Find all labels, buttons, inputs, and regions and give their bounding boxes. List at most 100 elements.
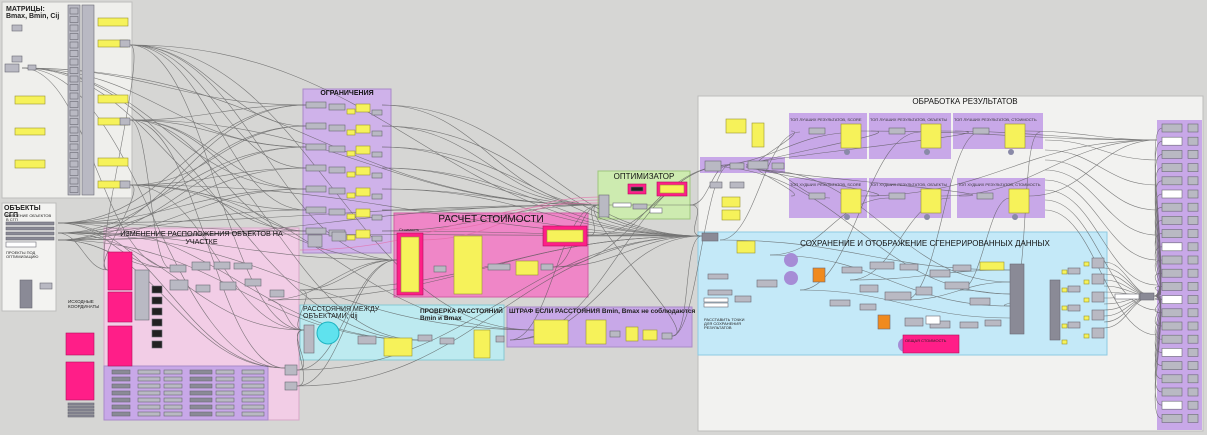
output-node[interactable] bbox=[1187, 414, 1199, 423]
restriction-op[interactable] bbox=[328, 145, 346, 153]
save-op[interactable] bbox=[952, 264, 972, 272]
matrix-panel[interactable] bbox=[97, 94, 129, 104]
reloc-grid-cell[interactable] bbox=[163, 376, 183, 382]
restriction-op[interactable] bbox=[328, 187, 346, 195]
restriction-op[interactable] bbox=[328, 124, 346, 132]
matrix-cell[interactable] bbox=[69, 50, 79, 57]
reloc-grid-cell[interactable] bbox=[189, 383, 213, 389]
results-op[interactable] bbox=[747, 160, 769, 170]
results-panel[interactable] bbox=[721, 209, 741, 221]
object-op[interactable] bbox=[39, 282, 53, 290]
object-bar[interactable] bbox=[5, 226, 55, 231]
output-node[interactable] bbox=[1161, 268, 1183, 278]
reloc-grid-cell[interactable] bbox=[241, 369, 265, 375]
distance-op[interactable] bbox=[357, 335, 377, 345]
restriction-op[interactable] bbox=[371, 235, 383, 242]
source-row[interactable] bbox=[67, 408, 95, 412]
save-op[interactable] bbox=[1091, 327, 1105, 339]
restriction-val[interactable] bbox=[346, 150, 356, 157]
distance-circle[interactable] bbox=[316, 321, 340, 345]
restriction-op[interactable] bbox=[371, 109, 383, 116]
save-op[interactable] bbox=[707, 273, 729, 280]
output-merge[interactable] bbox=[1139, 292, 1155, 301]
reloc-op[interactable] bbox=[233, 262, 253, 270]
matrix-cell[interactable] bbox=[69, 16, 79, 23]
restriction-op[interactable] bbox=[305, 143, 327, 151]
reloc-grid-cell[interactable] bbox=[111, 404, 131, 410]
reloc-black[interactable] bbox=[151, 307, 163, 316]
save-flag[interactable] bbox=[1061, 269, 1068, 275]
save-flag[interactable] bbox=[1083, 315, 1090, 321]
save-op[interactable] bbox=[899, 263, 919, 271]
restriction-val[interactable] bbox=[346, 129, 356, 136]
output-node[interactable] bbox=[1161, 229, 1183, 238]
matrix-cell[interactable] bbox=[69, 186, 79, 193]
save-input[interactable] bbox=[703, 302, 729, 308]
reloc-black[interactable] bbox=[151, 285, 163, 294]
restriction-op[interactable] bbox=[371, 193, 383, 200]
save-op[interactable] bbox=[707, 289, 733, 296]
results-panel[interactable] bbox=[751, 122, 765, 148]
restriction-op[interactable] bbox=[371, 151, 383, 158]
reloc-op[interactable] bbox=[213, 261, 231, 270]
output-node[interactable] bbox=[1161, 255, 1183, 265]
penalty-val[interactable] bbox=[642, 329, 658, 341]
source-row[interactable] bbox=[67, 402, 95, 406]
matrix-panel[interactable] bbox=[14, 127, 46, 136]
cost-result-inner[interactable] bbox=[546, 229, 584, 243]
output-node[interactable] bbox=[1187, 334, 1199, 344]
reloc-grid-cell[interactable] bbox=[163, 404, 183, 410]
source-panel[interactable] bbox=[65, 332, 95, 356]
reloc-panel[interactable] bbox=[107, 291, 133, 323]
optimizer-slider[interactable] bbox=[612, 202, 632, 208]
reloc-grid-cell[interactable] bbox=[111, 397, 131, 403]
reloc-op[interactable] bbox=[169, 279, 189, 291]
reloc-grid-cell[interactable] bbox=[241, 390, 265, 396]
matrix-cell[interactable] bbox=[69, 67, 79, 74]
output-node[interactable] bbox=[1161, 282, 1183, 291]
matrix-cell[interactable] bbox=[69, 143, 79, 151]
save-op[interactable] bbox=[915, 286, 933, 296]
output-node[interactable] bbox=[1161, 216, 1183, 225]
reloc-grid-cell[interactable] bbox=[163, 369, 183, 375]
matrix-op[interactable] bbox=[27, 64, 37, 71]
save-op[interactable] bbox=[1091, 291, 1105, 303]
output-node[interactable] bbox=[1187, 163, 1199, 172]
optimizer-icon[interactable] bbox=[630, 186, 644, 192]
output-node[interactable] bbox=[1187, 374, 1199, 384]
output-node[interactable] bbox=[1187, 295, 1199, 304]
output-node[interactable] bbox=[1161, 387, 1183, 397]
restriction-op[interactable] bbox=[371, 172, 383, 179]
matrix-panel[interactable] bbox=[14, 159, 46, 169]
reloc-grid-cell[interactable] bbox=[137, 376, 161, 382]
save-op[interactable] bbox=[1091, 273, 1105, 285]
output-node[interactable] bbox=[1161, 136, 1183, 146]
matrix-cell[interactable] bbox=[69, 135, 79, 142]
reloc-grid-cell[interactable] bbox=[163, 397, 183, 403]
output-node[interactable] bbox=[1161, 242, 1183, 252]
matrix-cell[interactable] bbox=[69, 101, 79, 108]
reloc-op[interactable] bbox=[219, 281, 237, 291]
reloc-op[interactable] bbox=[191, 261, 211, 271]
save-op[interactable] bbox=[859, 303, 877, 311]
matrix-cell[interactable] bbox=[69, 177, 79, 185]
check-op[interactable] bbox=[495, 335, 505, 343]
reloc-op[interactable] bbox=[195, 284, 211, 293]
output-node[interactable] bbox=[1161, 176, 1183, 186]
save-op[interactable] bbox=[829, 299, 851, 307]
distance-val[interactable] bbox=[383, 337, 413, 357]
object-bar[interactable] bbox=[5, 236, 55, 241]
reloc-grid-cell[interactable] bbox=[111, 390, 131, 396]
save-op[interactable] bbox=[734, 295, 752, 303]
reloc-grid-cell[interactable] bbox=[241, 411, 265, 417]
output-node[interactable] bbox=[1187, 282, 1199, 291]
output-node[interactable] bbox=[1187, 136, 1199, 146]
save-op[interactable] bbox=[1067, 285, 1081, 293]
output-node[interactable] bbox=[1187, 308, 1199, 318]
save-op[interactable] bbox=[859, 284, 879, 293]
restriction-val[interactable] bbox=[346, 213, 356, 220]
save-flag[interactable] bbox=[1083, 279, 1090, 285]
restriction-op[interactable] bbox=[371, 214, 383, 221]
object-bar[interactable] bbox=[5, 231, 55, 236]
output-node[interactable] bbox=[1161, 321, 1183, 331]
